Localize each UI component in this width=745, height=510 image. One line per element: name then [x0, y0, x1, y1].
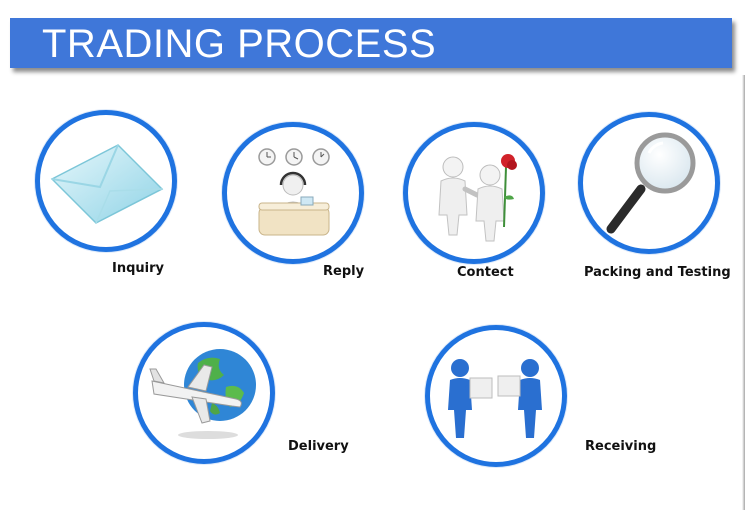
step-label: Packing and Testing	[584, 265, 731, 280]
envelope-icon	[35, 110, 177, 252]
airplane-globe-icon	[133, 322, 275, 464]
step-label: Contect	[457, 265, 514, 280]
magnifying-glass-icon	[578, 112, 720, 254]
customer-service-desk-icon	[222, 122, 364, 264]
step-label: Delivery	[288, 439, 349, 454]
two-figures-with-rose-icon	[403, 122, 545, 264]
step-label: Reply	[323, 264, 365, 279]
page-title: TRADING PROCESS	[42, 22, 437, 66]
title-banner: TRADING PROCESS	[10, 18, 732, 68]
figures-handing-box-icon	[425, 325, 567, 467]
step-label: Inquiry	[112, 261, 164, 276]
edge-shadow	[742, 75, 745, 510]
step-label: Receiving	[585, 439, 657, 454]
